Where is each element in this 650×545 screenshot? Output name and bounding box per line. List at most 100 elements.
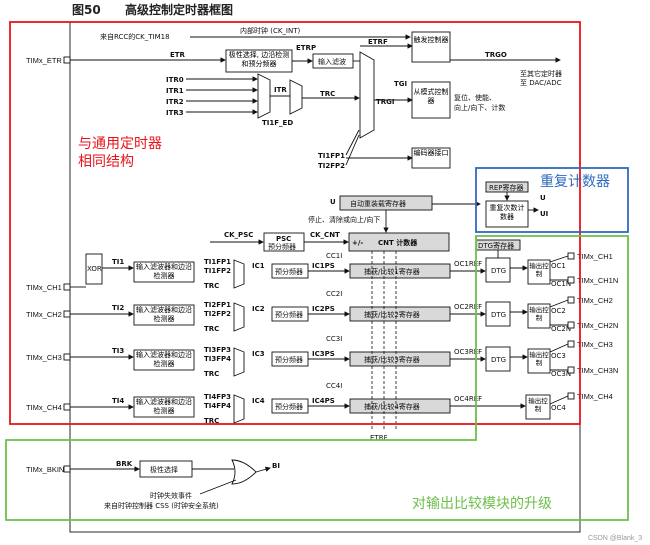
- ti2fp1-ch: TI2FP1: [204, 301, 231, 309]
- ic3ps-signal: IC3PS: [312, 350, 335, 358]
- cnt-block: [348, 232, 450, 252]
- ic3-mux: [233, 347, 245, 377]
- out-ch3-line: [549, 343, 569, 353]
- ic4-mux: [233, 394, 245, 424]
- bi-line: [255, 466, 271, 473]
- cc1i-signal: CC1I: [326, 252, 342, 260]
- pin-out-ch1n: TIMx_CH1N: [577, 276, 618, 285]
- pin-out-ch1n-pad: [567, 276, 575, 284]
- prescaler-3-label: 预分频器: [275, 355, 303, 364]
- trgo-signal: TRGO: [485, 51, 507, 59]
- out-ch1-line: [549, 255, 569, 263]
- ck-psc-signal: CK_PSC: [224, 231, 253, 239]
- watermark: CSDN @Blank_3: [588, 535, 642, 542]
- itr-signal: ITR: [274, 86, 287, 94]
- psc-sublabel: 预分频器: [268, 242, 296, 251]
- trc-mux: [289, 79, 303, 115]
- itr-mux: [257, 73, 271, 119]
- slave-controller-block: [411, 81, 451, 119]
- itr3-signal: ITR3: [166, 109, 184, 117]
- ti3fp4-ch: TI3FP4: [204, 355, 231, 363]
- ui-signal: UI: [540, 210, 548, 218]
- auto-reload-label: 自动重装载寄存器: [350, 199, 406, 208]
- ic3-signal: IC3: [252, 350, 265, 358]
- ic2-mux: [233, 302, 245, 332]
- trc-ch3: TRC: [204, 370, 219, 378]
- ti1f-ed-signal: TI1F_ED: [262, 119, 293, 127]
- pin-bkin-pad: [63, 465, 71, 473]
- filter-edge-2-label: 输入滤波器和边沿检测器: [136, 306, 192, 323]
- etrp-signal: ETRP: [296, 44, 316, 52]
- pin-out-ch3: TIMx_CH3: [577, 340, 613, 349]
- pin-ch1-pad: [63, 283, 71, 291]
- output-ctrl-3: [527, 348, 551, 374]
- output-ctrl-1: [527, 259, 551, 285]
- ck-cnt-signal: CK_CNT: [310, 231, 340, 239]
- trc-signal: TRC: [320, 90, 335, 98]
- u-signal-top: U: [330, 198, 336, 206]
- anno-repetition-counter: 重复计数器: [540, 173, 610, 190]
- pin-out-ch2-pad: [567, 296, 575, 304]
- oc3n-label: OC3N: [551, 370, 571, 378]
- pin-ch4-pad: [63, 403, 71, 411]
- ti2fp2-signal: TI2FP2: [318, 162, 345, 170]
- ti1-signal: TI1: [112, 258, 124, 266]
- filter-edge-1: [133, 261, 195, 283]
- rep-register-label: REP寄存器: [489, 183, 524, 192]
- figure-number: 图50: [72, 3, 101, 17]
- red-region: [9, 21, 581, 425]
- pin-out-ch4-pad: [567, 392, 575, 400]
- etrf-bottom: ETRF: [370, 434, 388, 442]
- brk-signal: BRK: [116, 460, 133, 468]
- pin-out-ch3n-pad: [567, 366, 575, 374]
- slave-controller-label: 从模式控制器: [413, 88, 449, 105]
- etr-signal: ETR: [170, 51, 186, 59]
- oc4ref-signal: OC4REF: [454, 395, 482, 403]
- pin-out-ch3n: TIMx_CH3N: [577, 366, 618, 375]
- oc2ref-signal: OC2REF: [454, 303, 482, 311]
- dtg-3-label: DTG: [491, 356, 506, 364]
- u-signal-rep: U: [540, 194, 546, 202]
- cc2i-signal: CC2I: [326, 290, 342, 298]
- anno-same-as-general-1: 与通用定时器: [78, 136, 162, 152]
- ic1-mux: [233, 259, 245, 289]
- output-ctrl-2: [527, 303, 551, 329]
- ic2-signal: IC2: [252, 305, 265, 313]
- xor-label: XOR: [87, 265, 102, 273]
- itr0-signal: ITR0: [166, 76, 184, 84]
- dtg-1: [485, 257, 511, 283]
- pin-ch4: TIMx_CH4: [26, 403, 62, 412]
- cc4-label: 捕获/比较4寄存器: [364, 402, 420, 411]
- pin-ch3: TIMx_CH3: [26, 353, 62, 362]
- anno-same-as-general-2: 相同结构: [78, 154, 134, 170]
- oc3ref-signal: OC3REF: [454, 348, 482, 356]
- dtg-2: [485, 301, 511, 327]
- clock-fail-label: 时钟失效事件: [150, 491, 192, 500]
- oc2n-label: OC2N: [551, 325, 571, 333]
- output-control-blocks: 输出控制 输出控制 输出控制 输出控制: [525, 259, 551, 420]
- prescaler-4-label: 预分频器: [275, 402, 303, 411]
- dtg-register-label: DTG寄存器: [478, 241, 514, 250]
- stop-clear-label: 停止、清除或向上/向下: [308, 215, 380, 224]
- ti3-signal: TI3: [112, 347, 124, 355]
- tgi-signal: TGI: [394, 80, 407, 88]
- internal-clock-label: 内部时钟 (CK_INT): [240, 26, 301, 35]
- trc-ch1: TRC: [204, 282, 219, 290]
- trc-ch4: TRC: [204, 417, 219, 425]
- up-down-label: 向上/向下、计数: [454, 103, 505, 112]
- filter-edge-2: [133, 304, 195, 326]
- ic1ps-signal: IC1PS: [312, 262, 335, 270]
- rep-counter-block: [485, 200, 529, 228]
- trigger-controller-block: [411, 31, 451, 63]
- ti2fp2-ch: TI2FP2: [204, 310, 231, 318]
- pin-out-ch2n-pad: [567, 321, 575, 329]
- prescaler-2-label: 预分频器: [275, 310, 303, 319]
- psc-label: PSC: [276, 235, 291, 243]
- ti3fp3-ch: TI3FP3: [204, 346, 231, 354]
- output-ctrl-4-label: 输出控制: [528, 397, 548, 413]
- out-ch4-line: [549, 395, 569, 405]
- pin-etr-pad: [63, 56, 71, 64]
- bi-signal: BI: [272, 462, 280, 470]
- cnt-label: CNT 计数器: [378, 238, 418, 247]
